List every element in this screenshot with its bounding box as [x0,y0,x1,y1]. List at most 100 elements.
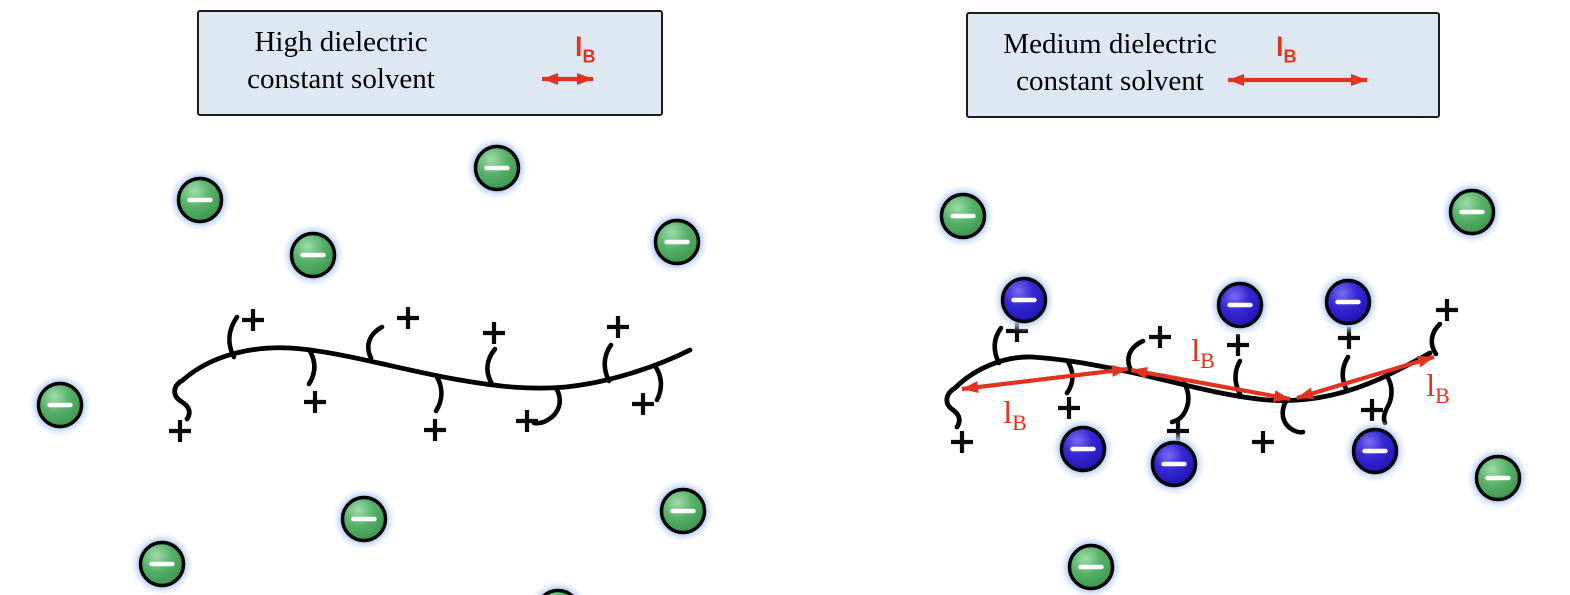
charged-sidechain [652,363,664,403]
blue-counterion [1142,432,1206,496]
charged-sidechain [1280,398,1306,435]
ion-glow [130,532,194,595]
plus-charge [1149,326,1171,348]
ion-glow [530,580,586,595]
plus-charge [1338,327,1360,349]
green-ion-body [1474,454,1522,502]
plus-charge [304,391,326,413]
bjerrum-length-arrow [1296,354,1435,401]
charged-sidechain [485,346,498,387]
blue-ion-body [1000,276,1048,324]
bjerrum-length-arrow [961,364,1129,394]
box-title-line2: constant solvent [1016,65,1204,97]
charged-sidechain [227,314,240,360]
ion-glow [1142,432,1206,496]
green-ion-body [176,176,224,224]
green-counterion [1059,535,1123,595]
green-counterion [465,136,529,200]
blue-ion-body [1351,427,1399,475]
green-counterion [281,223,345,287]
ion-glow [1440,180,1504,244]
green-counterion [332,487,396,551]
ion-glow [465,136,529,200]
bjerrum-length-arrow [1130,366,1291,403]
blue-ion-body [1059,425,1107,473]
green-ion-body [939,192,987,240]
charged-sidechain [1169,380,1191,425]
box-title-line2: constant solvent [247,63,435,95]
ion-glow [1051,417,1115,481]
green-ion-body [659,487,707,535]
charged-sidechain [1429,321,1443,357]
chain-end-curl [172,377,192,422]
green-counterion [645,210,709,274]
panel-high-dielectric-solvent [28,136,715,595]
box-title-line1: Medium dielectric [1003,28,1217,60]
blue-counterion [1343,419,1407,483]
plus-charge [1058,397,1080,419]
polymer-backbone [952,350,1433,403]
ion-glow [1208,273,1272,337]
plus-charge [169,420,191,442]
bjerrum-length-label: lB [1003,394,1027,435]
charged-sidechain [992,325,1004,366]
charged-sidechain [1340,354,1351,394]
blue-ion-body [1216,281,1264,329]
ion-glow [168,168,232,232]
green-ion-body [542,588,574,595]
plus-charge [1252,431,1274,453]
green-counterion [1440,180,1504,244]
charged-sidechain [1381,373,1394,426]
plus-charge [242,309,264,331]
bjerrum-length-symbol: lB [1276,32,1297,67]
green-counterion [931,184,995,248]
ion-glow [1059,535,1123,595]
charged-sidechain [602,342,614,384]
plus-charge [516,410,538,432]
green-counterion [651,479,715,543]
charged-sidechain [306,348,317,387]
ion-glow [1343,419,1407,483]
ion-glow [651,479,715,543]
green-counterion [28,373,92,437]
plus-charge [1436,299,1458,321]
green-ion-body [473,144,521,192]
label-box-high-dielectric: High dielectric constant solvent lB [197,10,663,116]
plus-charge [1167,420,1189,442]
charged-sidechain [366,324,385,361]
bjerrum-length-label: lB [1191,332,1215,373]
blue-ion-body [1324,278,1372,326]
green-ion-body [36,381,84,429]
panel-medium-dielectric-solvent: lB lB lB [931,180,1530,595]
bjerrum-length-symbol: lB [575,32,596,67]
charged-sidechain [433,374,444,414]
plus-charge [1006,320,1028,342]
ion-glow [992,268,1056,332]
plus-charge [632,393,654,415]
charged-sidechain [1064,359,1075,396]
plus-charge [397,307,419,329]
ion-glow [332,487,396,551]
green-counterion [130,532,194,595]
ion-glow [281,223,345,287]
charged-sidechain [531,385,563,426]
green-counterion [168,168,232,232]
green-counterion [530,580,586,595]
ion-glow [28,373,92,437]
blue-counterion [992,268,1056,332]
ion-glow [931,184,995,248]
plus-charge [483,322,505,344]
polymer-backbone [180,345,693,391]
box-title-medium-dielectric: Medium dielectric constant solvent [980,26,1240,100]
green-ion-body [1448,188,1496,236]
label-box-medium-dielectric: Medium dielectric constant solvent lB [966,12,1440,118]
plus-charge [607,316,629,338]
bjerrum-length-label: lB [1426,367,1450,408]
green-ion-body [1067,543,1115,591]
ion-glow [645,210,709,274]
charged-sidechain [1126,338,1146,375]
blue-counterion [1051,417,1115,481]
plus-charge [1227,334,1249,356]
box-title-high-dielectric: High dielectric constant solvent [211,24,471,98]
